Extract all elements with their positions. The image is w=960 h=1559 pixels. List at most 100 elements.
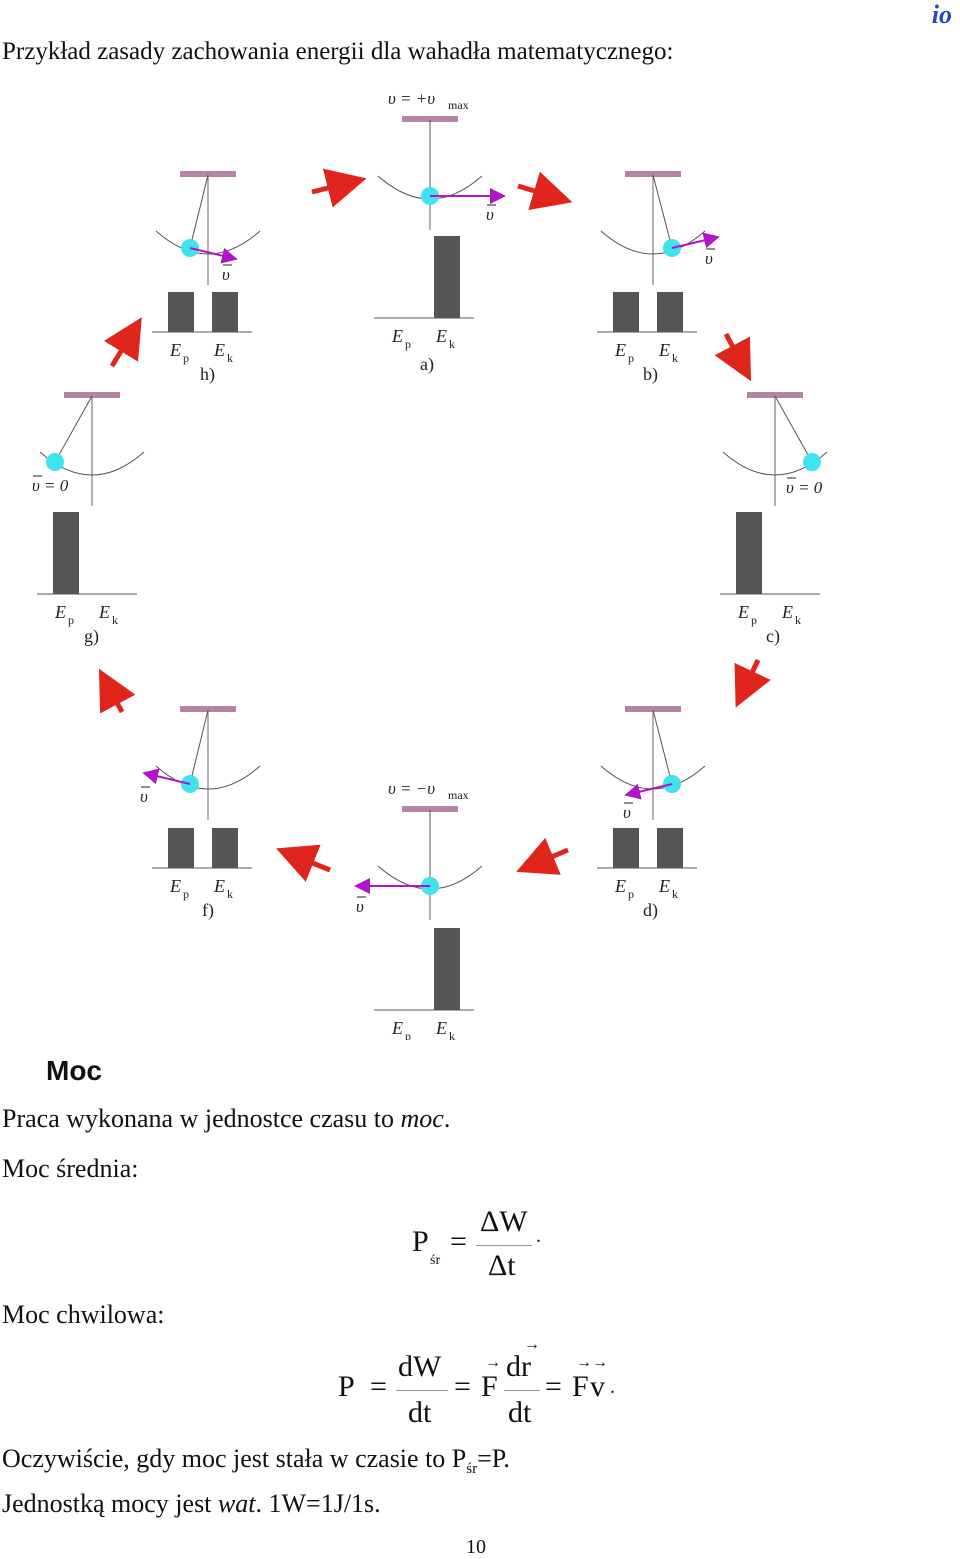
subscript: śr bbox=[466, 1461, 478, 1478]
cycle-arrow bbox=[311, 168, 367, 208]
bar-kinetic-energy bbox=[657, 828, 683, 868]
ek-label: E bbox=[435, 1018, 447, 1038]
pendulum-support bbox=[64, 392, 120, 398]
ek-sub: k bbox=[672, 351, 678, 365]
bar-kinetic-energy bbox=[657, 292, 683, 332]
pendulum-support bbox=[180, 171, 236, 177]
cycle-arrow bbox=[103, 317, 142, 368]
eq2-fv-velocity: v bbox=[590, 1370, 605, 1403]
eq1-fraction-bar bbox=[476, 1245, 532, 1246]
velocity-label: υ bbox=[623, 803, 631, 822]
pendulum-support bbox=[402, 806, 458, 812]
ek-label: E bbox=[658, 876, 670, 896]
ek-label: E bbox=[781, 602, 793, 622]
velocity-arrow bbox=[142, 768, 191, 785]
term-wat: wat bbox=[217, 1489, 256, 1518]
cycle-arrow bbox=[517, 171, 573, 210]
intro-text: Przykład zasady zachowania energii dla w… bbox=[2, 38, 674, 65]
velocity-max-label: υ = +υ bbox=[388, 89, 435, 108]
eq2-force: F bbox=[481, 1370, 498, 1403]
velocity-max-sub: max bbox=[448, 788, 469, 802]
vector-arrow-icon: → bbox=[592, 1354, 608, 1371]
cycle-arrow bbox=[516, 837, 569, 875]
velocity-label: υ = 0 bbox=[32, 476, 69, 495]
swing-arc bbox=[600, 230, 706, 255]
velocity-label: υ bbox=[222, 265, 230, 284]
ep-sub: p bbox=[405, 337, 411, 351]
ek-label: E bbox=[213, 876, 225, 896]
ek-sub: k bbox=[227, 887, 233, 901]
eq1-end: . bbox=[536, 1225, 541, 1247]
pendulum-support bbox=[625, 171, 681, 177]
panel-label: c) bbox=[766, 626, 780, 647]
bar-potential-energy bbox=[53, 512, 79, 594]
paragraph-text: =P. bbox=[477, 1444, 510, 1473]
ep-sub: p bbox=[183, 887, 189, 901]
pendulum-string bbox=[652, 174, 673, 249]
pendulum-bob bbox=[803, 453, 821, 471]
cycle-arrow bbox=[276, 844, 331, 882]
eq1-numerator: ΔW bbox=[480, 1205, 528, 1238]
pendulum-string bbox=[54, 395, 93, 463]
ek-sub: k bbox=[227, 351, 233, 365]
panel-label: h) bbox=[200, 364, 215, 385]
velocity-label: υ bbox=[356, 897, 364, 916]
velocity-max-sub: max bbox=[448, 98, 469, 112]
ep-label: E bbox=[169, 876, 181, 896]
paragraph-text: Oczywiście, gdy moc jest stała w czasie … bbox=[2, 1444, 467, 1473]
ek-label: E bbox=[213, 340, 225, 360]
eq2-end: . bbox=[610, 1376, 615, 1398]
ek-sub: k bbox=[449, 337, 455, 351]
panel-label: f) bbox=[202, 900, 214, 921]
ep-sub: p bbox=[628, 351, 634, 365]
pendulum-support bbox=[625, 706, 681, 712]
paragraph-power-definition: Praca wykonana w jednostce czasu to moc. bbox=[2, 1104, 450, 1134]
eq2-equals-2: = bbox=[454, 1370, 471, 1403]
eq2-numerator-2: dr bbox=[506, 1350, 531, 1383]
bar-potential-energy bbox=[168, 828, 194, 868]
pendulum-string bbox=[652, 709, 673, 785]
pendulum-support bbox=[747, 392, 803, 398]
swing-arc bbox=[155, 765, 261, 790]
panel-label: d) bbox=[643, 900, 658, 921]
eq2-lhs: P bbox=[338, 1370, 355, 1403]
ep-label: E bbox=[614, 876, 626, 896]
paragraph-constant-power: Oczywiście, gdy moc jest stała w czasie … bbox=[2, 1444, 510, 1478]
ek-sub: k bbox=[449, 1029, 455, 1040]
bar-kinetic-energy bbox=[212, 828, 238, 868]
ep-label: E bbox=[391, 326, 403, 346]
pendulum-string bbox=[189, 709, 209, 785]
page-number: 10 bbox=[466, 1536, 486, 1558]
ek-label: E bbox=[435, 326, 447, 346]
eq2-fraction-bar-1 bbox=[396, 1390, 448, 1391]
velocity-label: υ = 0 bbox=[786, 478, 823, 497]
ek-label: E bbox=[658, 340, 670, 360]
pendulum-support bbox=[180, 706, 236, 712]
header-logo: io bbox=[931, 0, 952, 29]
velocity-arrow bbox=[624, 783, 673, 800]
eq2-equals-1: = bbox=[370, 1370, 387, 1403]
velocity-label: υ bbox=[486, 205, 494, 224]
ek-sub: k bbox=[672, 887, 678, 901]
eq1-lhs: P bbox=[412, 1225, 429, 1258]
eq2-fraction-bar-2 bbox=[504, 1390, 540, 1391]
paragraph-text: Jednostką mocy jest bbox=[2, 1489, 218, 1518]
section-heading: Moc bbox=[46, 1055, 102, 1086]
paragraph-text: . bbox=[443, 1104, 451, 1133]
equation-average-power: P śr = ΔW Δt . bbox=[412, 1205, 562, 1285]
eq2-equals-3: = bbox=[545, 1370, 562, 1403]
panel-label: g) bbox=[84, 626, 99, 647]
paragraph-instant-power: Moc chwilowa: bbox=[2, 1300, 165, 1329]
paragraph-text: . 1W=1J/1s. bbox=[255, 1489, 381, 1518]
bar-potential-energy bbox=[736, 512, 762, 594]
paragraph-unit: Jednostką mocy jest wat. 1W=1J/1s. bbox=[2, 1489, 381, 1519]
ek-label: E bbox=[98, 602, 110, 622]
